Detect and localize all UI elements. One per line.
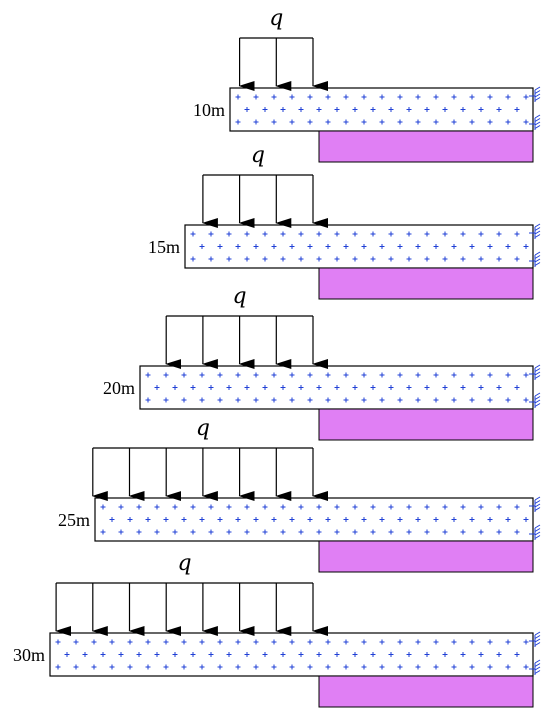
distributed-load (55, 582, 328, 636)
distributed-load (238, 37, 328, 91)
distributed-load (91, 447, 328, 501)
fixed-support-icon (529, 392, 541, 408)
soil-layer (184, 224, 534, 269)
fixed-support-icon (529, 114, 541, 130)
soil-pattern (100, 504, 529, 535)
soil-pattern (55, 639, 529, 670)
fixed-support-icon (529, 496, 541, 512)
case-25m: q 25m (58, 416, 541, 573)
case-10m: q 10m (193, 6, 541, 163)
foundation-block (318, 675, 534, 708)
load-label: q (178, 551, 192, 576)
distributed-load (201, 174, 328, 228)
length-label: 30m (13, 645, 45, 665)
foundation-block (318, 130, 534, 163)
fixed-support-icon (529, 223, 541, 239)
fixed-support-icon (529, 251, 541, 267)
fixed-support-icon (529, 631, 541, 647)
foundation-block (318, 540, 534, 573)
case-20m: q 20m (103, 284, 541, 441)
load-label: q (251, 143, 265, 168)
case-30m: q 30m (13, 551, 541, 708)
soil-layer (94, 497, 534, 542)
distributed-load (165, 315, 328, 369)
length-label: 15m (148, 237, 180, 257)
length-label: 25m (58, 510, 90, 530)
soil-pattern (190, 231, 529, 262)
load-label: q (196, 416, 210, 441)
length-label: 20m (103, 378, 135, 398)
fixed-support-icon (529, 86, 541, 102)
soil-pattern (235, 94, 529, 125)
soil-pattern (145, 372, 529, 403)
case-15m: q 15m (148, 143, 541, 300)
cases-layer: q 10m q 15m q 20m q 25m q 30m (13, 6, 541, 708)
foundation-block (318, 267, 534, 300)
foundation-block (318, 408, 534, 441)
length-label: 10m (193, 100, 225, 120)
soil-layer (229, 87, 534, 132)
fixed-support-icon (529, 364, 541, 380)
fixed-support-icon (529, 524, 541, 540)
fixed-support-icon (529, 659, 541, 675)
load-label: q (269, 6, 283, 31)
load-label: q (233, 284, 247, 309)
